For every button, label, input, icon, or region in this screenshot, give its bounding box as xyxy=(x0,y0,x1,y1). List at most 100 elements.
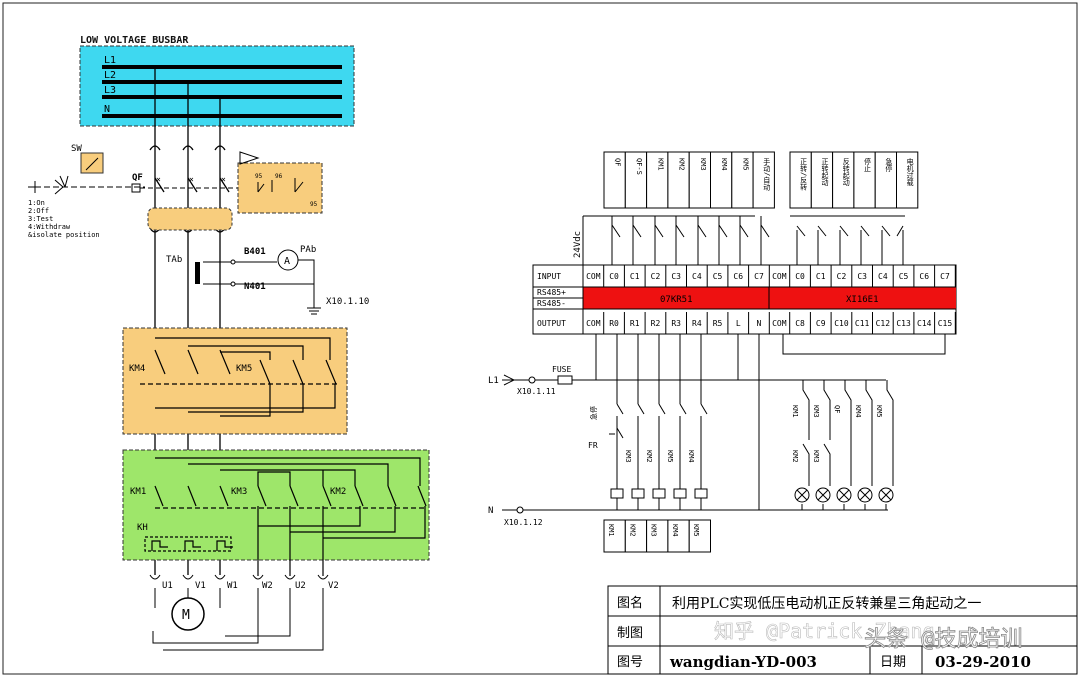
interlock-0: KM3 xyxy=(624,450,632,463)
bus-label-l2: L2 xyxy=(104,70,116,81)
input-label-right-2: 反转起动 xyxy=(842,157,850,187)
output-cell-left-1: R0 xyxy=(609,319,619,328)
module-right-name: XI16E1 xyxy=(846,295,879,305)
ammeter-symbol: A xyxy=(284,256,290,267)
input-cell-left-8: C7 xyxy=(754,272,764,281)
module-left-name: 07KR51 xyxy=(660,295,693,305)
indicator-lamps xyxy=(794,487,894,503)
fr-label: FR xyxy=(588,441,598,450)
output-cell-left-6: R5 xyxy=(713,319,723,328)
coil-symbols xyxy=(610,488,708,499)
output-cell-right-3: C10 xyxy=(834,319,849,328)
input-cell-right-7: C6 xyxy=(919,272,929,281)
sw-handle xyxy=(28,181,36,193)
output-wiring xyxy=(502,334,946,511)
motor-symbol xyxy=(171,597,205,631)
l1-terminal: X10.1.11 xyxy=(517,387,556,396)
input-label-boxes-right: 正转/反转正转起动反转起动停止急停电机过载 xyxy=(789,151,919,209)
bus-label-n: N xyxy=(104,104,110,115)
coil-2 xyxy=(652,488,666,499)
coil-0 xyxy=(610,488,624,499)
aux-95b: 95 xyxy=(310,201,318,208)
km4-km5-contacts xyxy=(140,337,340,417)
output-cell-left-2: R1 xyxy=(630,319,640,328)
n-supply-label: N xyxy=(488,506,493,516)
terminal-v1: V1 xyxy=(195,581,206,591)
ground-terminal: X10.1.10 xyxy=(326,297,369,307)
aux-95a: 95 xyxy=(255,173,263,180)
rs485-minus: RS485- xyxy=(537,299,566,308)
n-terminal: X10.1.12 xyxy=(504,518,543,527)
svg-text:×: × xyxy=(221,175,226,184)
km123-contacts xyxy=(144,457,427,576)
input-label-right-0: 正转/反转 xyxy=(800,158,808,191)
input-cell-right-6: C5 xyxy=(899,272,909,281)
sw-position-fan xyxy=(54,175,69,195)
svg-text:×: × xyxy=(156,175,161,184)
output-cell-right-2: C9 xyxy=(816,319,826,328)
interlock-2: KM5 xyxy=(666,450,674,463)
km3-label: KM3 xyxy=(231,487,247,497)
input-cell-left-6: C5 xyxy=(713,272,723,281)
qf-aux-arrow xyxy=(239,151,260,165)
tb-date-label: 日期 xyxy=(880,655,906,670)
sw-pos-3: 3:Test xyxy=(28,215,53,223)
rs485-plus: RS485+ xyxy=(537,288,566,297)
input-cell-left-0: COM xyxy=(586,272,601,281)
busbar-lines xyxy=(102,65,342,118)
output-row-label: OUTPUT xyxy=(537,319,566,328)
l1-supply-label: L1 xyxy=(488,376,499,386)
fuse-symbol xyxy=(557,375,573,385)
tb-number-label: 图号 xyxy=(617,655,643,670)
output-cell-left-0: COM xyxy=(586,319,601,328)
input-cell-right-4: C3 xyxy=(857,272,867,281)
sw-pos-4: 4:Withdraw xyxy=(28,223,71,231)
sw-box[interactable] xyxy=(80,152,104,174)
output-cell-right-8: C15 xyxy=(938,319,953,328)
terminal-u1: U1 xyxy=(162,581,173,591)
svg-text:×: × xyxy=(189,175,194,184)
input-label-left-6: KM5 xyxy=(741,158,749,171)
km123-panel xyxy=(122,449,430,561)
output-cell-left-5: R4 xyxy=(692,319,702,328)
terminal-w1: W1 xyxy=(227,581,238,591)
output-cell-left-3: R2 xyxy=(651,319,661,328)
lamp-contact-top-3: KM4 xyxy=(854,405,862,418)
tb-drawn-label: 制图 xyxy=(617,626,643,641)
km4-label: KM4 xyxy=(129,364,145,374)
qf-label: QF xyxy=(132,173,143,183)
n401-label: N401 xyxy=(244,282,266,292)
input-row-label: INPUT xyxy=(537,272,561,281)
lamp-contact-top-2: QF xyxy=(833,405,841,413)
qf-aux-box xyxy=(237,162,323,214)
lamp-contact-bottom-1: KM3 xyxy=(812,450,820,463)
output-cell-right-0: COM xyxy=(772,319,787,328)
input-label-left-4: KM3 xyxy=(699,158,707,171)
lamp-contact-top-4: KM5 xyxy=(875,405,883,418)
motor-terminals xyxy=(149,574,329,651)
lamp-contact-top-1: KM3 xyxy=(812,405,820,418)
terminal-u2: U2 xyxy=(295,581,306,591)
output-cell-right-1: C8 xyxy=(795,319,805,328)
ammeter-label: PAb xyxy=(300,245,316,255)
input-label-right-4: 急停 xyxy=(885,157,893,173)
bus-label-l3: L3 xyxy=(104,85,116,96)
b401-label: B401 xyxy=(244,247,266,257)
output-cell-left-4: R3 xyxy=(671,319,681,328)
input-switches xyxy=(582,215,905,266)
input-cell-right-2: C1 xyxy=(816,272,826,281)
sw-label: SW xyxy=(71,144,82,154)
sw-pos-5: &isolate position xyxy=(28,231,100,239)
output-cell-right-7: C14 xyxy=(917,319,932,328)
input-cell-right-3: C2 xyxy=(837,272,847,281)
km1-label: KM1 xyxy=(130,487,146,497)
terminal-v2: V2 xyxy=(328,581,339,591)
input-label-right-3: 停止 xyxy=(864,157,872,172)
motor-label: M xyxy=(182,608,190,623)
input-label-left-7: 手动/自动 xyxy=(763,157,771,191)
coil-1 xyxy=(631,488,645,499)
input-cell-right-5: C4 xyxy=(878,272,888,281)
